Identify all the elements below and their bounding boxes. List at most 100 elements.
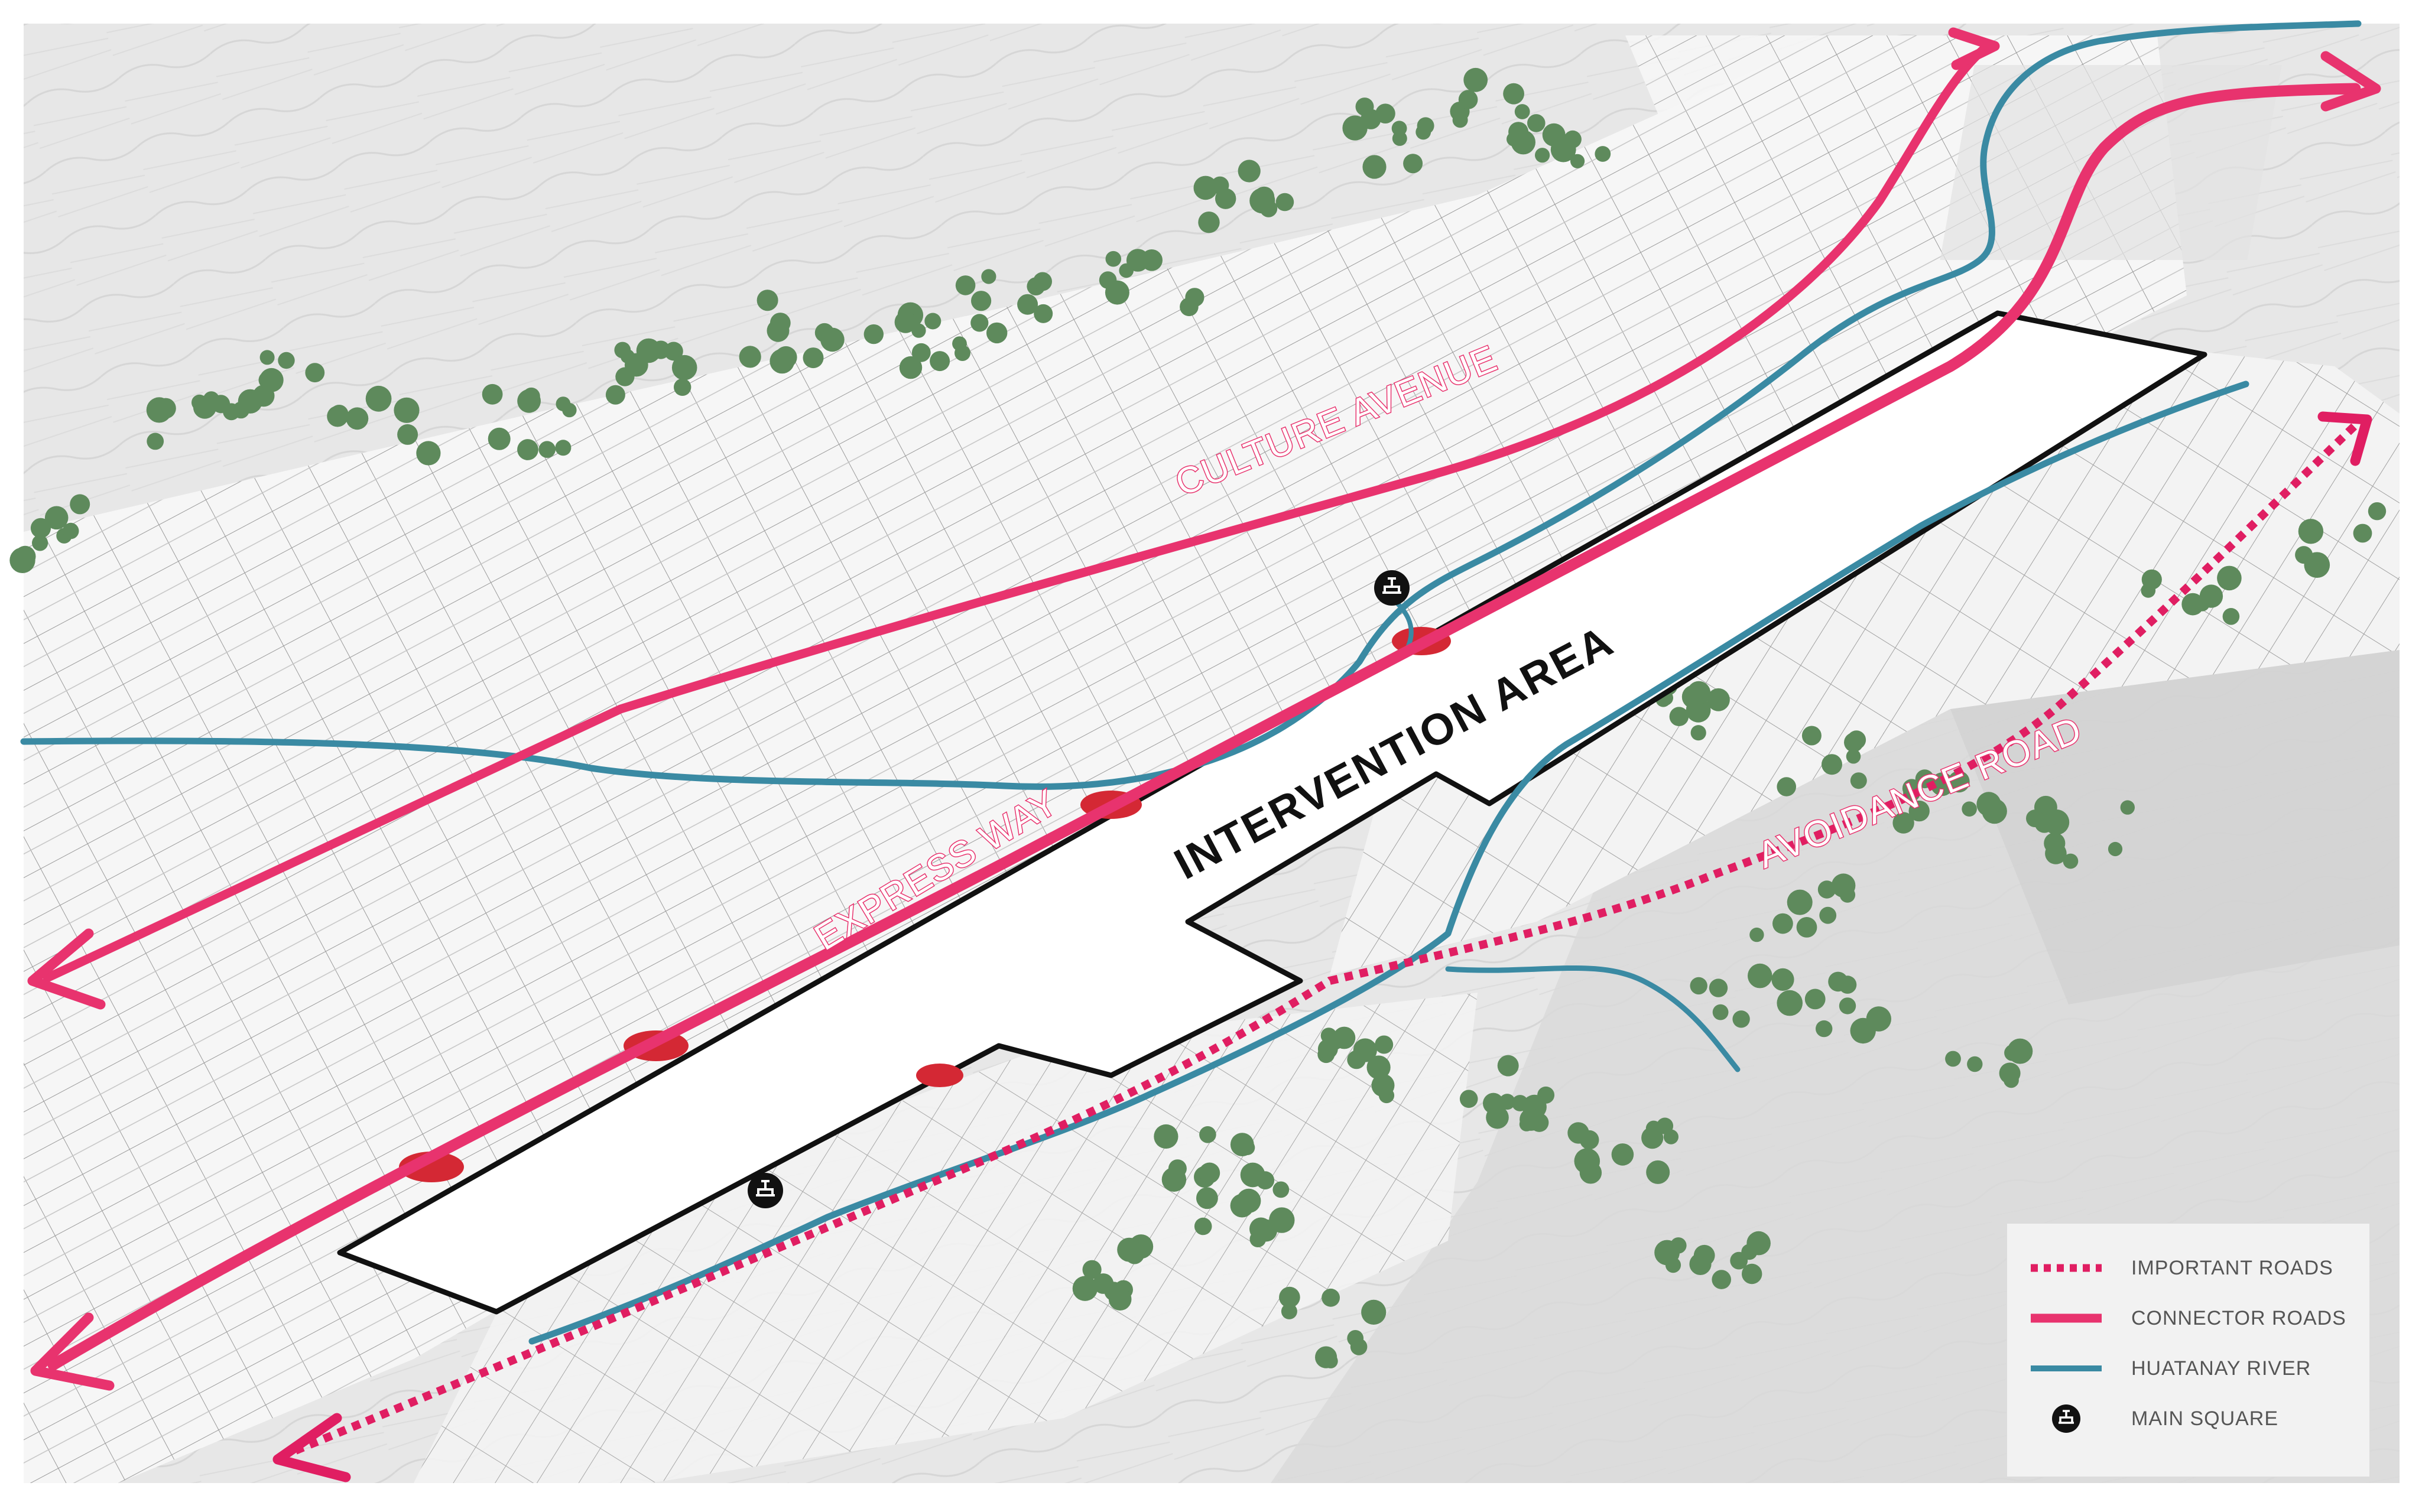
tree-icon xyxy=(1199,1126,1216,1143)
tree-icon xyxy=(894,311,917,333)
tree-icon xyxy=(1503,83,1525,105)
tree-icon xyxy=(2298,519,2324,544)
tree-icon xyxy=(911,343,931,362)
tree-icon xyxy=(971,291,992,311)
tree-icon xyxy=(1392,131,1407,146)
tree-icon xyxy=(1962,801,1977,817)
tree-icon xyxy=(258,371,276,389)
tree-icon xyxy=(955,275,976,295)
tree-icon xyxy=(1976,792,2001,817)
tree-icon xyxy=(1125,1244,1145,1264)
tree-icon xyxy=(1154,1124,1178,1149)
tree-icon xyxy=(365,385,392,412)
tree-icon xyxy=(482,383,503,405)
tree-icon xyxy=(1320,1027,1337,1044)
tree-icon xyxy=(1347,1330,1364,1347)
tree-icon xyxy=(1508,122,1529,142)
tree-icon xyxy=(1646,1160,1670,1184)
tree-icon xyxy=(1347,1050,1366,1069)
tree-icon xyxy=(1690,725,1706,741)
tree-icon xyxy=(1967,1056,1983,1072)
tree-icon xyxy=(1527,114,1546,132)
tree-icon xyxy=(1315,1346,1337,1368)
tree-icon xyxy=(1141,249,1163,271)
tree-icon xyxy=(1687,681,1711,705)
tree-icon xyxy=(1771,968,1794,991)
tree-icon xyxy=(1417,117,1434,135)
tree-icon xyxy=(1082,1260,1102,1279)
tree-icon xyxy=(223,403,240,421)
tree-icon xyxy=(1999,1062,2021,1084)
tree-icon xyxy=(278,352,295,369)
tree-icon xyxy=(1269,1207,1295,1233)
tree-icon xyxy=(1846,749,1861,764)
arrowhead-icon xyxy=(1948,27,2000,70)
tree-icon xyxy=(1579,1130,1599,1150)
tree-icon xyxy=(1238,160,1261,183)
tree-icon xyxy=(1796,917,1817,938)
tree-icon xyxy=(1463,67,1488,92)
tree-icon xyxy=(1519,1117,1534,1131)
tree-icon xyxy=(664,342,683,361)
tree-icon xyxy=(803,347,824,369)
tree-icon xyxy=(1072,1276,1098,1301)
tree-icon xyxy=(1196,1187,1218,1209)
tree-icon xyxy=(1034,304,1053,323)
tree-icon xyxy=(1611,1143,1634,1166)
tree-icon xyxy=(899,356,923,379)
tree-icon xyxy=(1458,90,1478,109)
tree-icon xyxy=(1375,1035,1394,1054)
tree-icon xyxy=(1362,155,1387,179)
tree-icon xyxy=(2368,502,2387,521)
tree-icon xyxy=(1240,1162,1265,1188)
tree-icon xyxy=(522,387,540,405)
tree-icon xyxy=(986,322,1008,344)
tree-icon xyxy=(981,269,996,284)
tree-icon xyxy=(1322,1288,1340,1307)
tree-icon xyxy=(1712,1270,1731,1289)
tree-icon xyxy=(1099,271,1117,289)
tree-icon xyxy=(863,324,884,344)
tree-icon xyxy=(32,535,48,551)
tree-icon xyxy=(346,407,369,430)
tree-icon xyxy=(1105,251,1122,267)
station-mark xyxy=(916,1064,963,1087)
tree-icon xyxy=(1690,977,1707,995)
legend-item-main-square: MAIN SQUARE xyxy=(2031,1401,2278,1436)
tree-icon xyxy=(1194,1217,1212,1235)
tree-icon xyxy=(674,378,691,396)
tree-icon xyxy=(1816,1020,1833,1038)
express-way-road xyxy=(47,83,2361,1371)
tree-icon xyxy=(1777,990,1803,1016)
river-line-icon xyxy=(2031,1365,2102,1371)
tree-icon xyxy=(9,547,35,573)
tree-icon xyxy=(556,396,571,411)
tree-icon xyxy=(1665,1257,1681,1273)
tree-icon xyxy=(1249,1217,1272,1241)
tree-icon xyxy=(147,433,164,450)
city-blocks-layer xyxy=(24,35,2400,1483)
tree-icon xyxy=(1017,294,1038,315)
tree-icon xyxy=(1746,1231,1771,1256)
tree-icon xyxy=(1230,1133,1254,1156)
tree-icon xyxy=(1709,978,1728,997)
tree-icon xyxy=(2120,800,2135,815)
tree-icon xyxy=(2141,569,2162,590)
tree-icon xyxy=(1817,880,1836,899)
tree-icon xyxy=(1945,1051,1961,1067)
tree-icon xyxy=(1742,1263,1762,1285)
tree-icon xyxy=(820,327,845,352)
tree-icon xyxy=(2108,841,2123,857)
tree-icon xyxy=(155,398,176,419)
tree-icon xyxy=(1707,688,1730,711)
tree-icon xyxy=(1550,136,1576,162)
arrowhead-icon xyxy=(30,1312,115,1391)
tree-icon xyxy=(1486,1105,1509,1129)
tree-icon xyxy=(1108,1287,1132,1311)
tree-icon xyxy=(2007,1038,2033,1064)
tree-icon xyxy=(1452,112,1468,128)
tree-icon xyxy=(1908,800,1930,822)
tree-icon xyxy=(2217,565,2242,591)
